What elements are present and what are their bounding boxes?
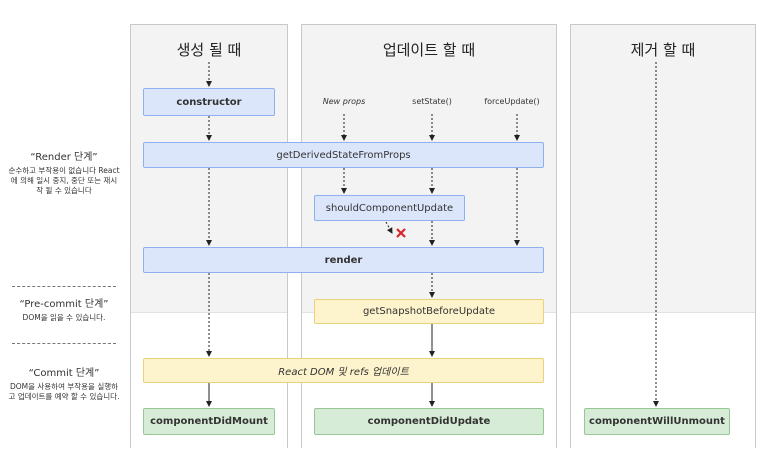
render-phase-title: “Render 단계” (30, 152, 98, 163)
trigger-force-update: forceUpdate() (484, 97, 540, 106)
method-get-snapshot-before-update: getSnapshotBeforeUpdate (314, 299, 544, 324)
phase-divider-1 (12, 286, 116, 287)
method-should-component-update: shouldComponentUpdate (314, 195, 465, 221)
precommit-phase-description: DOM을 읽을 수 있습니다. (22, 313, 106, 322)
method-render: render (143, 247, 544, 273)
precommit-phase-info: “Pre-commit 단계” DOM을 읽을 수 있습니다. (8, 295, 120, 323)
precommit-phase-title: “Pre-commit 단계” (19, 299, 109, 310)
update-column-title: 업데이트 할 때 (382, 41, 476, 59)
render-phase-info: “Render 단계” 순수하고 부작용이 없습니다 React에 의해 일시 … (8, 148, 120, 196)
phase-divider-2 (12, 343, 116, 344)
commit-phase-title: “Commit 단계” (28, 368, 100, 379)
method-get-derived-state-from-props: getDerivedStateFromProps (143, 142, 544, 168)
method-constructor: constructor (143, 88, 275, 116)
unmount-column-title: 제거 할 때 (630, 41, 696, 59)
method-component-did-mount: componentDidMount (143, 408, 275, 435)
mount-column-title: 생성 될 때 (176, 41, 242, 59)
cancel-mark-icon (396, 228, 406, 238)
method-component-did-update: componentDidUpdate (314, 408, 544, 435)
trigger-new-props: New props (322, 97, 366, 106)
method-component-will-unmount: componentWillUnmount (584, 408, 730, 435)
trigger-set-state: setState() (412, 97, 452, 106)
render-phase-description: 순수하고 부작용이 없습니다 React에 의해 일시 중지, 중단 또는 재시… (8, 166, 120, 195)
react-dom-refs-update: React DOM 및 refs 업데이트 (143, 358, 544, 383)
commit-phase-description: DOM을 사용하여 부작용을 실행하고 업데이트를 예약 할 수 있습니다. (8, 382, 120, 401)
commit-phase-info: “Commit 단계” DOM을 사용하여 부작용을 실행하고 업데이트를 예약… (8, 364, 120, 402)
